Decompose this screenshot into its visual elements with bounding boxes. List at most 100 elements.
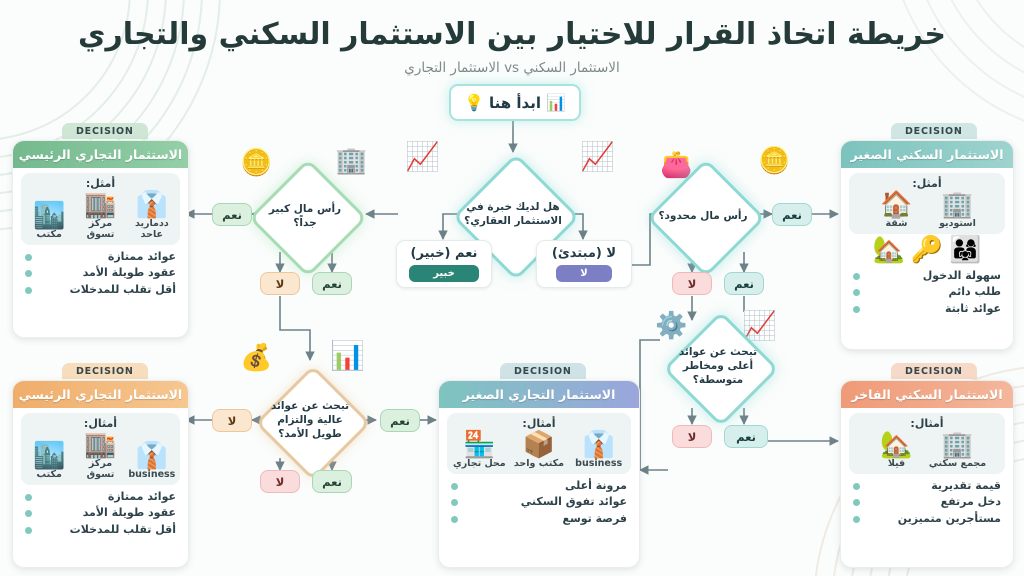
office-building-icon: 🏢	[335, 146, 368, 176]
list-item: طلب دائم	[853, 284, 1001, 301]
examples-box: أمثل: 👔 ددماريد عاحد 🏬 مركز تسوق 🏙️ مكتب	[21, 173, 180, 245]
example-item: 🏪 محل تجاري	[451, 431, 508, 470]
card-major-commercial-bottom[interactable]: الاستثمار التجاري الرئيسي أمثال: 👔 busin…	[12, 380, 189, 568]
example-caption: مكتب	[36, 468, 62, 480]
residential-complex-icon: 🏢	[941, 430, 974, 460]
examples-title: أمثال:	[83, 417, 118, 430]
benefits-list: عوائد ممتازة عقود طويلة الأمد أقل تقلب ل…	[21, 249, 180, 299]
examples-title: أمثل:	[85, 177, 116, 190]
examples-title: أمثال:	[910, 417, 944, 430]
example-caption: مكتب	[36, 228, 62, 240]
example-caption: مكتب واحد	[513, 458, 565, 469]
example-item: 🏠 شقة	[868, 191, 926, 230]
example-caption: مركز تسوق	[86, 458, 115, 480]
house-icon: 🏡	[872, 234, 905, 265]
office-tower-icon: 🏙️	[33, 440, 66, 471]
edge-yes-high-returns-right[interactable]: نعم	[380, 409, 420, 432]
benefits-list: سهولة الدخول طلب دائم عوائد ثابتة	[849, 268, 1005, 318]
example-caption: business	[575, 458, 623, 469]
list-item: دخل مرتفع	[853, 494, 1001, 511]
example-item: 🏬 مركز تسوق	[76, 431, 124, 481]
decision-tag-small-commercial: DECISION	[500, 363, 586, 379]
bullet-dot	[25, 493, 32, 501]
example-item: 👔 ددماريد عاحد	[128, 191, 176, 241]
list-item: مستأجرين متميزين	[853, 511, 1001, 528]
office-tower-icon: 🏙️	[33, 200, 66, 231]
example-caption: استوديو	[939, 218, 976, 229]
example-item: 📦 مكتب واحد	[511, 431, 568, 470]
example-item: 👔 business	[128, 442, 176, 481]
decision-diamond-high-returns[interactable]	[255, 365, 371, 481]
edge-no-medium-risk[interactable]: لا	[672, 425, 712, 448]
examples-box: أمثال: 👔 business 🏬 مركز تسوق 🏙️ مكتب	[21, 413, 180, 485]
card-major-commercial-top[interactable]: الاستثمار التجاري الرئيسي أمثل: 👔 ددماري…	[12, 140, 189, 338]
list-item: عوائد ممتازة	[25, 489, 176, 506]
business-people-icon: 👔	[135, 440, 169, 471]
edge-yes-to-small-residential[interactable]: نعم	[772, 203, 812, 226]
example-item: 🏢 مجمع سكني	[929, 431, 987, 470]
examples-box: أمثل: 🏢 استوديو 🏠 شقة	[849, 173, 1005, 234]
edge-yes-capital-large[interactable]: نعم	[312, 272, 352, 295]
list-item: أقل تقلب للمدخلات	[25, 282, 176, 299]
package-box-icon: 📦	[522, 430, 556, 460]
shop-front-icon: 🏪	[463, 430, 496, 460]
mall-building-icon: 🏬	[84, 190, 117, 220]
villa-icon: 🏡	[880, 430, 913, 460]
family-icon: 👨‍👩‍👧	[949, 234, 982, 265]
benefits-list: قيمة تقديرية دخل مرتفع مستأجرين متميزين	[849, 478, 1005, 528]
example-caption: ددماريد عاحد	[134, 218, 169, 240]
answer-expert-badge: خبير	[409, 265, 479, 282]
list-item: عوائد ممتازة	[25, 249, 176, 266]
bullet-dot	[25, 510, 32, 518]
card-major-commercial-bottom-title: الاستثمار التجاري الرئيسي	[13, 381, 188, 408]
card-small-residential[interactable]: الاستثمار السكني الصغير أمثل: 🏢 استوديو …	[840, 140, 1014, 350]
business-people-icon: 👔	[582, 430, 615, 460]
bullet-dot	[853, 499, 860, 507]
card-small-commercial-title: الاستثمار التجاري الصغير	[439, 381, 639, 408]
edge-yes-to-major-commercial-top[interactable]: نعم	[212, 203, 252, 226]
example-caption: مركز تسوق	[86, 218, 115, 240]
answer-expert-title: نعم (خبير)	[410, 246, 478, 261]
edge-yes-high-returns-down[interactable]: نعم	[312, 470, 352, 493]
edge-no-high-returns-down[interactable]: لا	[260, 470, 300, 493]
edge-no-to-major-commercial-bottom[interactable]: لا	[212, 409, 252, 432]
bullet-dot	[25, 253, 32, 261]
card-luxury-residential[interactable]: الاستثمار السكني الفاخر أمثال: 🏢 مجمع سك…	[840, 380, 1014, 568]
list-item: عقود طويلة الأمد	[25, 265, 176, 282]
list-item: عقود طويلة الأمد	[25, 505, 176, 522]
example-item: 🏙️ مكتب	[25, 202, 73, 241]
start-node[interactable]: 📊 ابدأ هنا 💡	[449, 84, 581, 121]
example-caption: business	[128, 468, 176, 480]
bullet-dot	[451, 482, 458, 490]
bullet-dot	[451, 515, 458, 523]
bullet-dot	[853, 515, 860, 523]
decision-tag-small-residential: DECISION	[891, 123, 977, 139]
answer-beginner-title: لا (مبتدئ)	[551, 246, 617, 261]
bullet-dot	[853, 272, 860, 280]
benefits-list: مرونة أعلى عوائد تفوق السكني فرصة توسع	[447, 478, 631, 528]
example-item: 🏡 فيلا	[868, 431, 926, 470]
answer-expert[interactable]: نعم (خبير) خبير	[396, 240, 492, 288]
mall-building-icon: 🏬	[84, 430, 117, 460]
answer-beginner[interactable]: لا (مبتدئ) لا	[536, 240, 632, 288]
edge-no-capital-large[interactable]: لا	[260, 272, 300, 295]
edge-yes-capital-limited[interactable]: نعم	[724, 272, 764, 295]
chart-growth-icon: 📈	[742, 309, 777, 342]
card-luxury-residential-title: الاستثمار السكني الفاخر	[841, 381, 1013, 408]
card-small-residential-title: الاستثمار السكني الصغير	[841, 141, 1013, 168]
page-title: خريطة اتخاذ القرار للاختيار بين الاستثما…	[78, 17, 946, 52]
bullet-dot	[853, 305, 860, 313]
edge-no-capital-limited[interactable]: لا	[672, 272, 712, 295]
examples-box: أمثال: 🏢 مجمع سكني 🏡 فيلا	[849, 413, 1005, 474]
example-item: 🏬 مركز تسوق	[76, 191, 124, 241]
example-caption: مجمع سكني	[928, 458, 987, 469]
list-item: عوائد ثابتة	[853, 301, 1001, 318]
bullet-dot	[853, 482, 860, 490]
start-node-label: ابدأ هنا	[489, 93, 541, 112]
example-item: 🏙️ مكتب	[25, 442, 73, 481]
card-small-commercial[interactable]: الاستثمار التجاري الصغير أمثال: 👔 busine…	[438, 380, 640, 568]
edge-yes-medium-risk[interactable]: نعم	[724, 425, 768, 448]
gear-hand-icon: ⚙️	[655, 311, 688, 341]
bullet-dot	[853, 289, 860, 297]
apartment-block-icon: 🏢	[941, 190, 974, 220]
